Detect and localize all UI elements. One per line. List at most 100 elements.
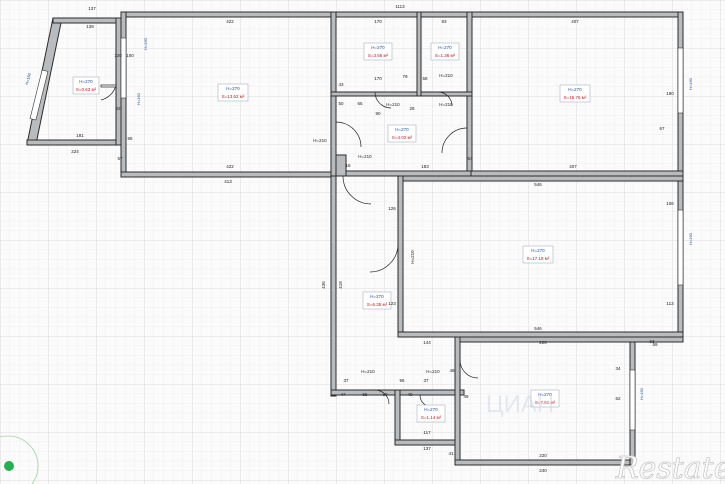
dim-37: 37	[343, 378, 349, 383]
dim-18: 18	[345, 163, 351, 168]
dim-220-bottom: 220	[539, 453, 547, 458]
room2-area: S=15.76 м²	[564, 95, 587, 100]
wall-kitchen-bottom	[454, 459, 636, 466]
window-balcony	[29, 69, 49, 121]
wall-kitchen-top	[459, 336, 684, 343]
door-leaf-balcony	[100, 84, 117, 88]
corner-ring	[0, 435, 39, 484]
bath-height: H=270	[371, 45, 385, 50]
dim-546-bottom: 546	[534, 326, 542, 331]
door-arc-room1	[335, 121, 362, 148]
dim-55: 55	[362, 392, 368, 397]
wall-kitchen-left	[454, 336, 461, 466]
wall-room3-bottom	[397, 331, 684, 338]
window-tag-room3: H=160	[688, 232, 693, 245]
wall-pantry-left	[394, 389, 401, 446]
corridor-height: H=270	[370, 294, 384, 299]
dim-h210-a: H=210	[313, 138, 327, 143]
dim-h210-b: H=210	[386, 102, 400, 107]
dim-422-bottom: 422	[226, 164, 234, 169]
dim-224: 224	[71, 149, 79, 154]
dim-83: 83	[441, 19, 447, 24]
dim-170: 170	[374, 19, 382, 24]
door-arc-wc	[437, 91, 453, 107]
window-room1	[120, 37, 127, 99]
wall-wc-right	[466, 11, 473, 97]
dim-90: 90	[375, 111, 381, 116]
center-watermark: ЦИАН	[486, 391, 554, 418]
dim-113: 113	[666, 301, 674, 306]
dim-h210-f: H=210	[361, 369, 375, 374]
dim-139: 139	[86, 24, 94, 29]
wall-wc-bottom	[420, 91, 473, 97]
dim-436: 436	[321, 281, 326, 289]
dim-h210-g: H=210	[426, 369, 440, 374]
dim-h210-h: H=210	[410, 250, 415, 264]
dim-59: 59	[652, 342, 658, 347]
dim-422-top: 422	[226, 19, 234, 24]
dim-47: 47	[340, 392, 346, 397]
wall-room1-right	[330, 11, 337, 185]
window-room3	[677, 209, 684, 286]
dim-34: 34	[615, 366, 621, 371]
dim-40: 40	[407, 392, 413, 397]
dim-41: 41	[448, 451, 454, 456]
brand-watermark: Restate	[615, 451, 725, 484]
balcony-area: S=0.63 м²	[76, 87, 97, 92]
room3-height: H=270	[531, 248, 545, 253]
wall-hall-bottom	[335, 170, 472, 177]
door-arc-corridor-bottom	[374, 389, 390, 405]
dim-28: 28	[409, 106, 415, 111]
dim-117: 117	[423, 430, 431, 435]
window-room2	[677, 47, 684, 114]
window-tag-balcony: H=160	[24, 72, 32, 86]
dim-50: 50	[338, 101, 344, 106]
dim-82: 82	[115, 106, 121, 111]
door-arc-kitchen	[459, 359, 479, 379]
wall-balcony-right	[115, 17, 122, 146]
door-arc-room3	[369, 243, 399, 273]
dim-63: 63	[649, 339, 655, 344]
dim-62: 62	[615, 396, 621, 401]
dim-407-bottom: 407	[569, 164, 577, 169]
window-tag-room1: H=160	[143, 37, 148, 50]
dim-30: 30	[382, 392, 388, 397]
door-arc-corridor	[342, 175, 372, 205]
dim-54: 54	[467, 156, 473, 161]
dim-79: 79	[402, 74, 408, 79]
corridor-area: S=6.35 м²	[367, 302, 388, 307]
wc-height: H=270	[438, 45, 452, 50]
wall-room3-top	[397, 175, 684, 182]
kitchen-height: H=270	[538, 392, 552, 397]
room3-area: S=17.18 м²	[527, 256, 550, 261]
window-kitchen	[629, 369, 636, 431]
room1-area: S=13.62 м²	[222, 94, 245, 99]
door-arc-room2	[441, 127, 468, 154]
dim-48: 48	[449, 368, 455, 373]
dim-106: 106	[666, 201, 674, 206]
wall-pantry-bottom	[394, 439, 461, 446]
dim-137: 137	[88, 6, 96, 11]
dim-546-top: 546	[534, 182, 542, 187]
dim-96: 96	[399, 378, 405, 383]
dim-49: 49	[463, 394, 469, 399]
dim-144: 144	[423, 340, 431, 345]
dim-183: 183	[421, 164, 429, 169]
dim-220-top: 220	[539, 340, 547, 345]
wall-bath-bottom	[330, 91, 422, 97]
room2-height: H=270	[568, 87, 582, 92]
dim-h210-e: H=210	[358, 154, 372, 159]
dim-h210-c: H=210	[439, 73, 453, 78]
doors	[100, 84, 479, 408]
wall-corridor-left	[330, 175, 337, 397]
dim-1113: 1113	[395, 4, 405, 9]
dim-407-top: 407	[571, 19, 579, 24]
hall-height: H=270	[395, 127, 409, 132]
windows	[29, 37, 684, 431]
dim-37b: 37	[423, 378, 429, 383]
dim-65: 65	[357, 101, 363, 106]
room-labels: H=270 S=0.63 м² H=270 S=13.62 м² H=270 S…	[72, 42, 591, 423]
wall-balcony-bottom	[26, 139, 122, 146]
window-tag-balcony-door: H=160	[136, 92, 141, 105]
